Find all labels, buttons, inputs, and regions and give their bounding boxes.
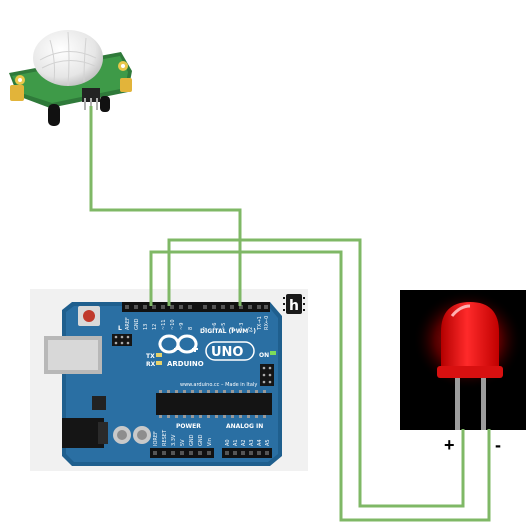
pin-label-vin: Vin: [207, 438, 213, 446]
pin-label-a3: A3: [249, 439, 255, 446]
made-in-text: www.arduino.cc – Made in Italy: [180, 382, 257, 388]
pin-label-6: ~6: [212, 323, 218, 330]
power-header: [150, 448, 272, 458]
pin-label-reset: RESET: [162, 429, 168, 446]
pin-label-gnd-1: GND: [189, 434, 195, 446]
icsp-header-top: [112, 334, 132, 346]
label-on: ON: [259, 352, 269, 359]
pin-label-a1: A1: [233, 439, 239, 446]
pin-label-gnd-2: GND: [198, 434, 204, 446]
led-anode-leg: [455, 378, 460, 430]
wire-sensor-to-pin-2: [89, 106, 242, 306]
watermark-letter: h: [289, 298, 299, 314]
brand-text: ARDUINO: [167, 360, 204, 368]
pin-label-tx: TX→1: [257, 316, 263, 331]
pin-label-2: 2: [248, 327, 254, 330]
pir-potentiometer: [120, 78, 132, 92]
pir-potentiometer: [10, 85, 24, 101]
pin-label-11: ~11: [161, 319, 167, 330]
red-led: [400, 290, 526, 430]
pin-label-3: ~3: [239, 323, 245, 330]
power-jack: [62, 418, 104, 448]
pin-label-5: ~5: [221, 323, 227, 330]
uno-badge: [205, 341, 255, 361]
label-tx: TX: [146, 353, 155, 360]
pir-header: [82, 88, 100, 102]
digital-header-label: DIGITAL (PWM~): [200, 328, 256, 335]
watermark-logo: h: [283, 294, 305, 314]
led-minus-label: -: [495, 435, 501, 455]
pin-label-3v3: 3.3V: [171, 434, 177, 446]
power-pin-labels: IOREF RESET 3.3V 5V GND GND Vin: [153, 429, 213, 446]
led-body: [441, 302, 499, 370]
pin-label-8: 8: [188, 327, 194, 330]
arduino-uno-board: L TX RX ARDUINO UNO ON www.arduino.cc – …: [30, 289, 308, 471]
label-rx: RX: [146, 361, 156, 368]
arduino-logo: [158, 334, 198, 354]
pir-capacitor: [48, 104, 60, 126]
digital-pin-labels: AREF GND 13 12 ~11 ~10 ~9 8 7 ~6 ~5 4 ~3…: [125, 316, 270, 331]
pin-label-a2: A2: [241, 439, 247, 446]
pin-label-13: 13: [143, 324, 149, 330]
pin-label-a5: A5: [265, 439, 271, 446]
pin-label-gnd: GND: [134, 318, 140, 330]
pin-label-5v: 5V: [180, 439, 186, 446]
analog-pin-labels: A0 A1 A2 A3 A4 A5: [225, 439, 271, 446]
pin-label-a4: A4: [257, 439, 263, 446]
pin-label-4: 4: [230, 327, 236, 330]
pin-label-9: ~9: [179, 323, 185, 330]
pin-label-a0: A0: [225, 439, 231, 446]
model-text: UNO: [211, 345, 244, 360]
pin-label-10: ~10: [170, 319, 176, 330]
microcontroller-chip: [156, 393, 272, 415]
pin-label-12: 12: [152, 324, 158, 330]
pin-label-ioref: IOREF: [153, 431, 159, 446]
pir-motion-sensor: [9, 30, 132, 126]
wires: [89, 106, 491, 522]
rx-led: [156, 361, 162, 365]
analog-header-label: ANALOG IN: [226, 423, 263, 430]
label-l: L: [118, 325, 122, 332]
power-header-label: POWER: [176, 423, 201, 430]
led-cathode-leg: [481, 378, 486, 430]
tx-led: [156, 353, 162, 357]
pin-label-aref: AREF: [125, 317, 131, 330]
power-led: [270, 351, 276, 355]
led-plus-label: +: [444, 435, 455, 455]
pir-capacitor: [100, 96, 110, 112]
icsp-header-right: [260, 364, 274, 386]
voltage-regulator: [92, 396, 106, 410]
digital-header: [122, 302, 270, 312]
pin-label-rx: RX←0: [264, 316, 270, 330]
led-rim: [437, 366, 503, 378]
wire-pin-13-to-led-cathode: [149, 250, 491, 522]
pin-label-7: 7: [203, 327, 209, 330]
